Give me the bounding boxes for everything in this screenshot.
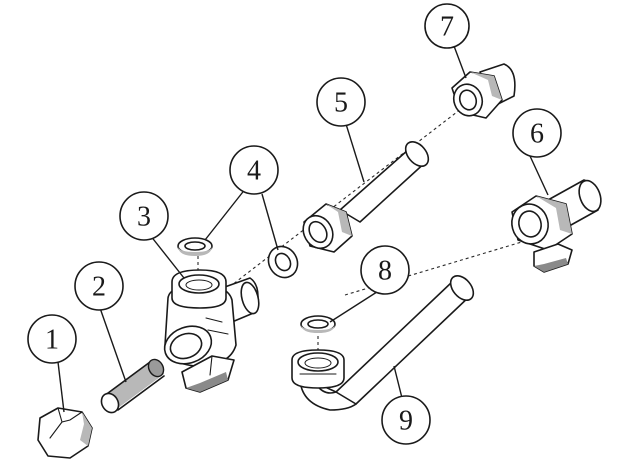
callout-8-label: 8 <box>378 256 392 287</box>
leader-3 <box>149 234 185 279</box>
callout-2-label: 2 <box>92 272 106 303</box>
leader-6 <box>529 155 549 196</box>
leader-4a <box>204 187 247 241</box>
part-4-washer-b <box>267 245 299 279</box>
part-7-union-nut <box>451 63 516 119</box>
assembly-axis-lower <box>344 234 546 296</box>
callout-8: 8 <box>360 245 410 295</box>
leader-2 <box>99 307 127 383</box>
callout-2: 2 <box>74 261 124 311</box>
leader-4b <box>261 193 279 251</box>
part-8-washer <box>300 315 336 333</box>
part-2-filter-cartridge <box>100 358 165 414</box>
leader-1 <box>57 361 65 413</box>
callout-7-label: 7 <box>440 12 454 43</box>
part-9-bent-pipe <box>291 275 475 411</box>
part-5-pipe-with-nut <box>302 141 430 253</box>
part-6-fitting <box>511 179 602 273</box>
callout-6-label: 6 <box>530 119 544 150</box>
part-4-washer-a <box>177 237 213 256</box>
callout-6: 6 <box>512 108 562 158</box>
leader-7 <box>453 45 467 79</box>
callout-5-label: 5 <box>334 88 348 119</box>
callout-4-label: 4 <box>247 156 261 187</box>
leader-9 <box>393 365 403 399</box>
callout-5: 5 <box>316 77 366 127</box>
callout-9: 9 <box>381 395 431 445</box>
leader-8 <box>329 289 381 323</box>
part-1-hex-cap <box>37 407 93 459</box>
callout-9-label: 9 <box>399 406 413 437</box>
callout-3: 3 <box>119 191 169 241</box>
callout-1: 1 <box>27 314 77 364</box>
callout-4: 4 <box>229 145 279 195</box>
callout-7: 7 <box>424 3 470 49</box>
part-3-valve-body <box>163 269 260 393</box>
leader-5 <box>345 123 365 183</box>
callout-1-label: 1 <box>45 325 59 356</box>
callout-3-label: 3 <box>137 202 151 233</box>
